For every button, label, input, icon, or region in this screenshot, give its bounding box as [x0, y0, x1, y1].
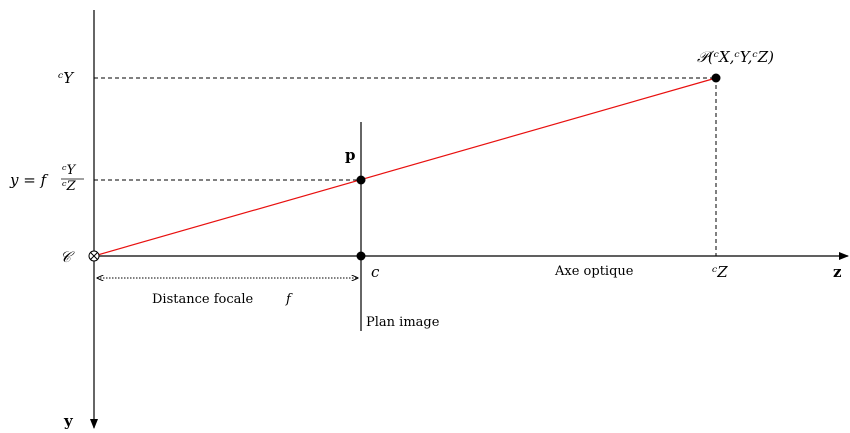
projection-ray: [93, 77, 717, 257]
label-z-axis: z: [833, 263, 842, 281]
point-P-dot: [711, 73, 721, 83]
label-c: c: [371, 263, 380, 281]
label-frac-denominator: ᶜZ: [62, 179, 77, 194]
label-cz: ᶜZ: [712, 263, 728, 281]
label-axe-optique: Axe optique: [554, 264, 634, 279]
label-y-equation: y = f: [9, 171, 49, 189]
point-p-dot: [356, 175, 366, 185]
camera-center-icon: [88, 250, 100, 262]
label-frac-numerator: ᶜY: [62, 163, 77, 178]
label-plan-image: Plan image: [366, 315, 440, 330]
label-y-axis: y: [63, 412, 74, 430]
label-center-C: 𝒞: [60, 248, 75, 266]
point-c-dot: [356, 251, 366, 261]
label-point-P: 𝒫(ᶜX,ᶜY,ᶜZ): [697, 48, 774, 66]
label-p: p: [345, 146, 356, 164]
label-f: f: [285, 292, 293, 307]
label-distance-focale: Distance focale: [152, 292, 254, 307]
label-cy: ᶜY: [58, 69, 75, 87]
